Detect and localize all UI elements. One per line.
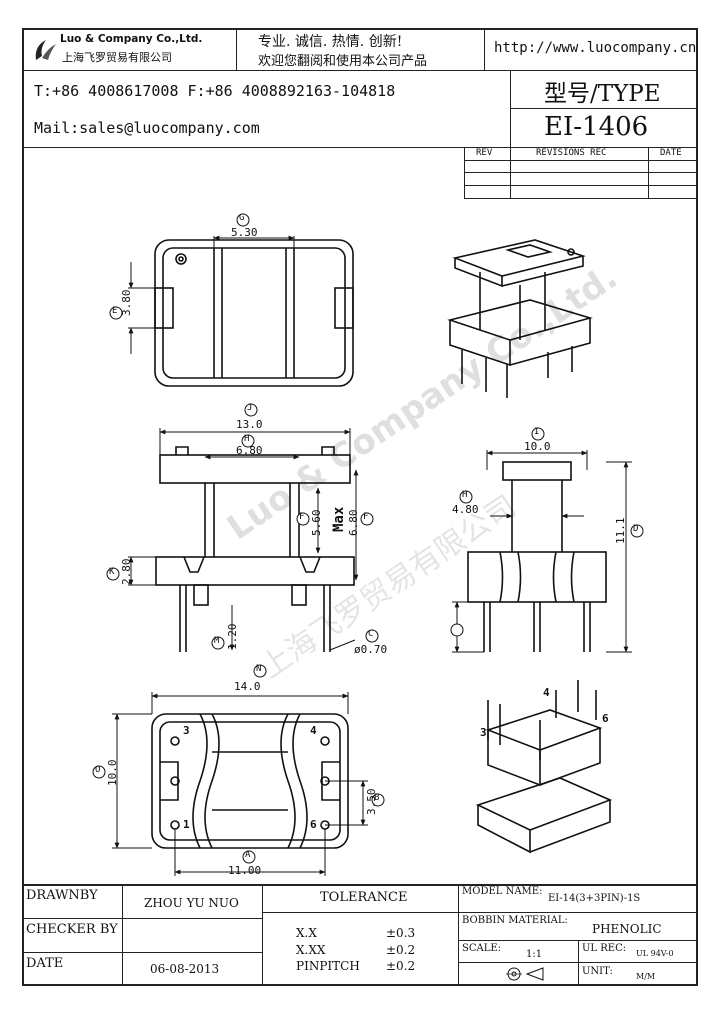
dim-n-mark: N: [256, 664, 262, 674]
pin-label-3: 3: [183, 724, 190, 737]
dim-i-value: 10.0: [524, 440, 551, 453]
phone-fax: T:+86 4008617008 F:+86 4008892163-104818: [34, 82, 396, 100]
dim-h2-mark: H: [462, 490, 468, 500]
dim-m-value: 1.20: [226, 623, 239, 651]
scale-value: 1:1: [526, 949, 543, 960]
slogan-line2: 欢迎您翻阅和使用本公司产品: [258, 54, 428, 69]
dim-m-mark: M: [214, 636, 220, 646]
dim-o-mark: O: [95, 765, 101, 775]
company-name-en: Luo & Company Co.,Ltd.: [60, 33, 203, 45]
model-label: MODEL NAME:: [462, 886, 543, 897]
dim-g-mark: G: [239, 213, 245, 223]
projection-symbol-icon: [506, 967, 544, 981]
tol-xx-value: ±0.3: [386, 926, 416, 940]
dim-j-mark: J: [247, 403, 253, 413]
dim-a-value: 11.00: [228, 864, 262, 877]
front-view: [128, 428, 359, 652]
pin-label-1: 1: [183, 818, 190, 831]
date-col-header: DATE: [660, 148, 682, 158]
unit-value: M/M: [636, 972, 656, 981]
company-logo-icon: [35, 40, 56, 60]
website-link[interactable]: http://www.luocompany.cn: [494, 40, 697, 56]
mail-address[interactable]: Mail:sales@luocompany.com: [34, 119, 260, 137]
iso-pin-label-6: 6: [602, 712, 609, 725]
dim-a-mark: A: [245, 850, 251, 860]
unit-label: UNIT:: [582, 966, 613, 977]
scale-label: SCALE:: [462, 943, 502, 954]
checker-label: CHECKER BY: [26, 922, 118, 937]
pin-label-4: 4: [310, 724, 317, 737]
dim-j-value: 13.0: [236, 418, 263, 431]
dim-h2-value: 4.80: [452, 503, 479, 516]
dim-o-value: 10.0: [106, 759, 119, 787]
dim-h-value: 6.80: [236, 444, 263, 457]
bobbin-value: PHENOLIC: [592, 922, 662, 936]
drawnby-value: ZHOU YU NUO: [144, 896, 239, 910]
tol-xxx-value: ±0.2: [386, 943, 416, 957]
dim-d-mark: D: [633, 524, 639, 534]
dim-g-value: 5.30: [231, 226, 258, 239]
dim-k-value: 2.80: [120, 558, 133, 586]
slogan-line1: 专业. 诚信. 热情. 创新!: [258, 34, 403, 50]
tol-xxx-label: X.XX: [296, 943, 326, 957]
dim-f-value: 5.60: [310, 509, 323, 537]
dim-d-value: 11.1: [614, 517, 627, 545]
dim-f2-mark: F: [363, 512, 369, 522]
dim-c-value: ø0.70: [354, 643, 388, 656]
ul-value: UL 94V-0: [636, 949, 674, 958]
dim-max-label: Max: [331, 506, 347, 532]
tolerance-label: TOLERANCE: [320, 890, 408, 905]
iso-view-bottom: [475, 680, 613, 854]
iso-pin-label-4: 4: [543, 686, 550, 699]
dim-i-mark: I: [534, 427, 540, 437]
ul-label: UL REC:: [582, 943, 627, 954]
bobbin-label: BOBBIN MATERIAL:: [462, 915, 568, 926]
dim-k-mark: K: [109, 567, 115, 577]
dim-c-mark: C: [368, 629, 374, 639]
dim-e-value: 3.80: [120, 289, 133, 317]
type-value: EI-1406: [544, 112, 649, 142]
dim-f-mark: F: [299, 512, 305, 522]
model-value: EI-14(3+3PIN)-1S: [548, 893, 641, 904]
type-label: 型号/TYPE: [544, 81, 661, 107]
tol-pin-value: ±0.2: [386, 959, 416, 973]
iso-view-top: [447, 239, 593, 398]
top-view: [128, 235, 354, 387]
drawnby-label: DRAWNBY: [26, 888, 98, 903]
pin-label-6: 6: [310, 818, 317, 831]
tol-xx-label: X.X: [296, 926, 317, 940]
dim-f2-value: 6.80: [347, 509, 360, 537]
date-value: 06-08-2013: [150, 962, 220, 976]
rec-col-header: REVISIONS REC: [536, 148, 607, 158]
rev-col-header: REV: [476, 148, 493, 158]
side-view: [452, 450, 632, 653]
dim-b-mark: B: [374, 793, 380, 803]
company-name-cn: 上海飞罗贸易有限公司: [62, 51, 172, 64]
tol-pin-label: PINPITCH: [296, 959, 360, 973]
dim-h-mark: H: [244, 434, 250, 444]
dim-n-value: 14.0: [234, 680, 261, 693]
drawing-frame: [22, 28, 698, 986]
iso-pin-label-3: 3: [480, 726, 487, 739]
dim-e-mark: E: [112, 306, 118, 316]
bottom-view: [112, 692, 368, 876]
date-label: DATE: [26, 956, 64, 971]
